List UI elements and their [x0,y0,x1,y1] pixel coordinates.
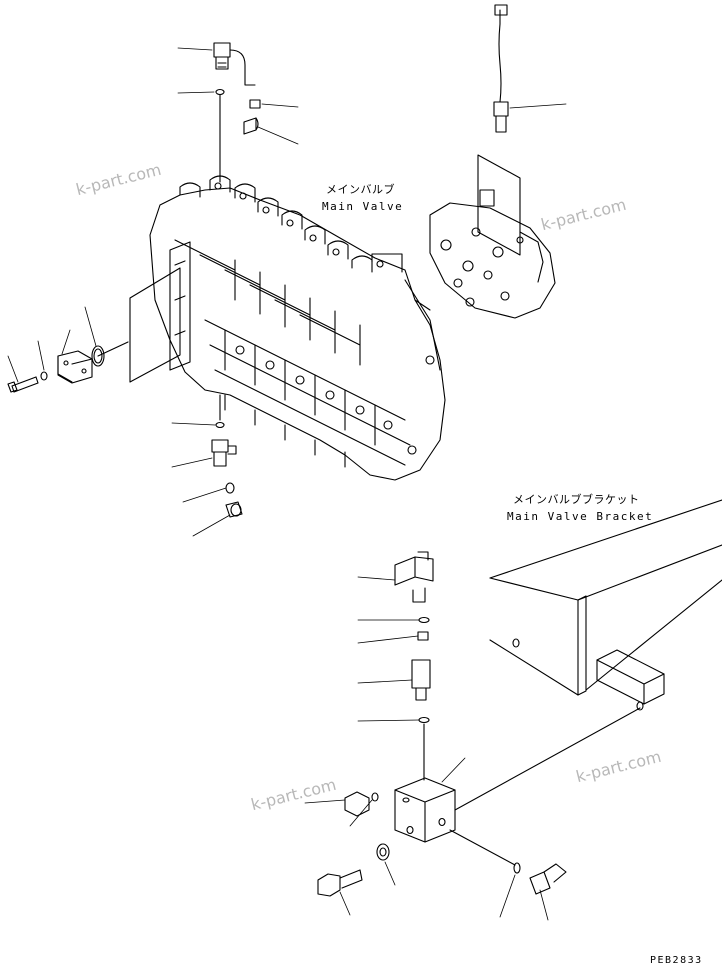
drawing-code: PEB2833 [650,955,703,966]
cover-plate-assembly [8,342,128,392]
bracket-fittings [318,552,640,896]
main-valve-label-en: Main Valve [322,200,404,213]
main-valve-bracket [490,500,722,710]
top-sensor-assembly [214,43,260,182]
bracket-label-en: Main Valve Bracket [507,510,654,523]
main-valve-body [150,176,445,480]
side-valve-assembly [430,5,555,318]
lower-fittings [212,395,242,517]
main-valve-label-jp: メインバルブ [326,183,395,196]
bracket-label-jp: メインバルブブラケット [513,493,640,506]
leader-lines [8,48,566,920]
gasket-outline [130,268,180,382]
